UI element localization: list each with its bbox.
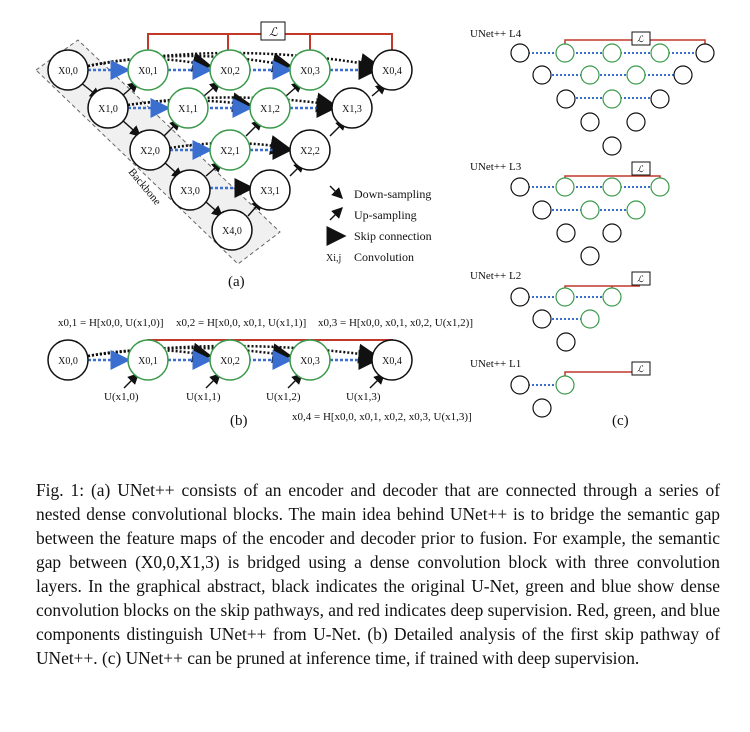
node-x04-label: X0,4 [382, 66, 402, 77]
node-x11-label: X1,1 [178, 104, 198, 115]
legend-conv-symbol: Xi,j [326, 253, 341, 264]
l2-supervision [564, 285, 640, 290]
node-x22-label: X2,2 [300, 146, 320, 157]
node-x12: X1,2 [249, 87, 291, 129]
up-label-1: U(x1,1) [186, 391, 221, 403]
node-x03: X0,3 [289, 49, 331, 91]
node-x22: X2,2 [289, 129, 331, 171]
node-x40-label: X4,0 [222, 226, 242, 237]
node-x21-label: X2,1 [220, 146, 240, 157]
l1-loss-box [631, 361, 651, 376]
node-b-x00: X0,0 [47, 339, 89, 381]
node-b-x02-label: X0,2 [220, 356, 240, 367]
l1-supervision [564, 371, 640, 378]
node-x40: X4,0 [211, 209, 253, 251]
legend-down-label: Down-sampling [354, 187, 431, 201]
panel-b-label: (b) [230, 413, 248, 429]
panel-c: UNet++ L4 ℒ UNet++ L3 ℒ UNet++ L2 [470, 28, 715, 429]
node-b-x02: X0,2 [209, 339, 251, 381]
node-x00-label: X0,0 [58, 66, 78, 77]
node-x04: X0,4 [371, 49, 413, 91]
node-x12-label: X1,2 [260, 104, 280, 115]
legend-up-arrow-icon [329, 207, 343, 221]
figure-caption: Fig. 1: (a) UNet++ consists of an encode… [36, 480, 720, 668]
l2-loss: ℒ [637, 274, 644, 284]
node-x13-label: X1,3 [342, 104, 362, 115]
panel-c-title-l1: UNet++ L1 [470, 358, 521, 370]
eq-x01: x0,1 = H[x0,0, U(x1,0)] [58, 317, 164, 329]
node-x02-label: X0,2 [220, 66, 240, 77]
l4-loss-box [631, 31, 651, 46]
node-x20-label: X2,0 [140, 146, 160, 157]
eq-x02: x0,2 = H[x0,0, x0,1, U(x1,1)] [176, 317, 306, 329]
l3-loss-box [631, 161, 651, 176]
up-label-3: U(x1,3) [346, 391, 381, 403]
node-x20: X2,0 [129, 129, 171, 171]
l2-dense [528, 296, 605, 320]
node-b-x01-label: X0,1 [138, 356, 158, 367]
up-arrows-b [123, 373, 385, 389]
node-x21: X2,1 [209, 129, 251, 171]
l2-loss-box [631, 271, 651, 286]
node-b-x04-label: X0,4 [382, 356, 402, 367]
node-b-x03: X0,3 [289, 339, 331, 381]
node-b-x03-label: X0,3 [300, 356, 320, 367]
node-x02: X0,2 [209, 49, 251, 91]
deep-supervision-b [147, 339, 393, 346]
legend-a: Down-sampling Up-sampling Skip connectio… [326, 185, 432, 264]
node-x10-label: X1,0 [98, 104, 118, 115]
dense-blue-a [88, 60, 379, 198]
up-label-0: U(x1,0) [104, 391, 139, 403]
panel-c-title-l2: UNet++ L2 [470, 270, 521, 282]
panel-c-label: (c) [612, 413, 629, 429]
panel-c-title-l3: UNet++ L3 [470, 161, 522, 173]
figure: Backbone ℒ [35, 21, 715, 429]
node-x13: X1,3 [331, 87, 373, 129]
node-x10: X1,0 [87, 87, 129, 129]
panel-a: Backbone ℒ [35, 21, 432, 290]
loss-symbol-a: ℒ [269, 25, 278, 39]
l1-nodes [510, 375, 575, 418]
legend-skip-label: Skip connection [354, 229, 432, 243]
l4-nodes [510, 43, 715, 156]
panel-b: x0,1 = H[x0,0, U(x1,0)] x0,2 = H[x0,0, x… [47, 317, 473, 429]
legend-up-label: Up-sampling [354, 208, 417, 222]
l3-nodes [510, 177, 670, 266]
node-b-x01: X0,1 [127, 339, 169, 381]
node-x31-label: X3,1 [260, 186, 280, 197]
legend-down-arrow-icon [329, 185, 343, 199]
node-b-x04: X0,4 [371, 339, 413, 381]
node-x30: X3,0 [169, 169, 211, 211]
node-x00: X0,0 [47, 49, 89, 91]
eq-x04: x0,4 = H[x0,0, x0,1, x0,2, x0,3, U(x1,3)… [292, 411, 472, 423]
loss-box-a [260, 21, 286, 41]
l4-loss: ℒ [637, 34, 644, 44]
node-b-x00-label: X0,0 [58, 356, 78, 367]
node-x31: X3,1 [249, 169, 291, 211]
l3-loss: ℒ [637, 164, 644, 174]
figure-svg: Backbone ℒ [35, 21, 715, 429]
panel-c-title-l4: UNet++ L4 [470, 28, 522, 40]
up-label-2: U(x1,2) [266, 391, 301, 403]
node-x11: X1,1 [167, 87, 209, 129]
legend-conv-label: Convolution [354, 250, 414, 264]
node-x03-label: X0,3 [300, 66, 320, 77]
panel-a-label: (a) [228, 274, 245, 290]
node-x01: X0,1 [127, 49, 169, 91]
l1-loss: ℒ [637, 364, 644, 374]
eq-x03: x0,3 = H[x0,0, x0,1, x0,2, U(x1,2)] [318, 317, 473, 329]
node-x30-label: X3,0 [180, 186, 200, 197]
l2-nodes [510, 287, 622, 352]
node-x01-label: X0,1 [138, 66, 158, 77]
